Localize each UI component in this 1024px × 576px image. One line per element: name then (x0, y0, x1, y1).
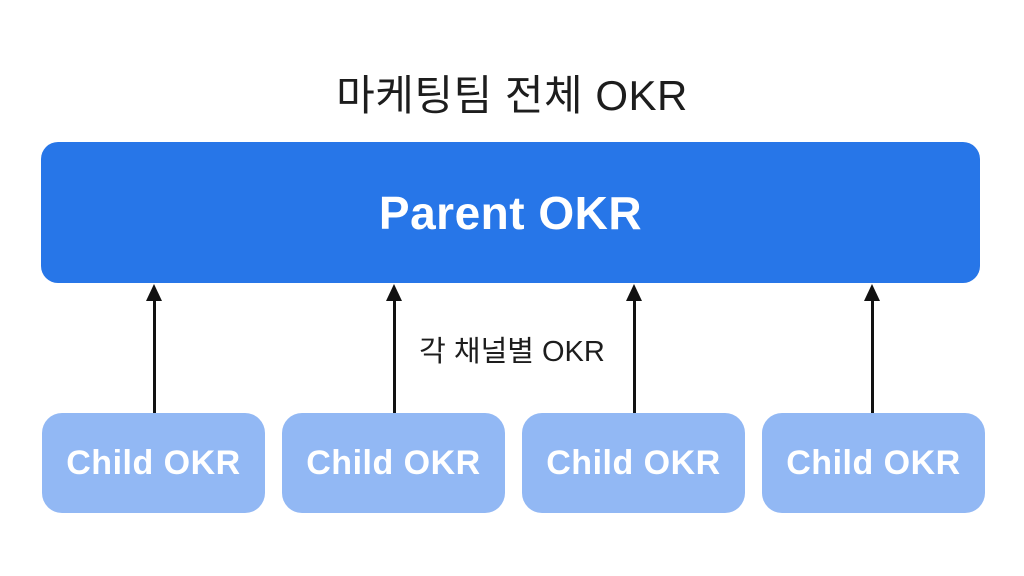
connector-arrow-3 (626, 284, 642, 413)
children-row: Child OKR Child OKR Child OKR Child OKR (42, 413, 985, 513)
child-okr-label: Child OKR (66, 443, 241, 482)
child-okr-label: Child OKR (546, 443, 721, 482)
connector-arrow-4 (864, 284, 880, 413)
arrow-line (632, 301, 636, 413)
child-okr-node-4: Child OKR (762, 413, 985, 513)
connector-arrow-2 (386, 284, 402, 413)
connector-label: 각 채널별 OKR (419, 336, 605, 368)
arrow-up-icon (146, 284, 162, 301)
arrow-line (152, 301, 156, 413)
parent-okr-node: Parent OKR (41, 142, 980, 283)
child-okr-label: Child OKR (786, 443, 961, 482)
arrow-up-icon (626, 284, 642, 301)
arrow-line (392, 301, 396, 413)
child-okr-label: Child OKR (306, 443, 481, 482)
child-okr-node-1: Child OKR (42, 413, 265, 513)
parent-okr-label: Parent OKR (378, 186, 643, 239)
arrow-up-icon (864, 284, 880, 301)
child-okr-node-3: Child OKR (522, 413, 745, 513)
connector-arrow-1 (146, 284, 162, 413)
arrow-line (870, 301, 874, 413)
child-okr-node-2: Child OKR (282, 413, 505, 513)
arrow-up-icon (386, 284, 402, 301)
diagram-title: 마케팅팀 전체 OKR (336, 72, 688, 119)
